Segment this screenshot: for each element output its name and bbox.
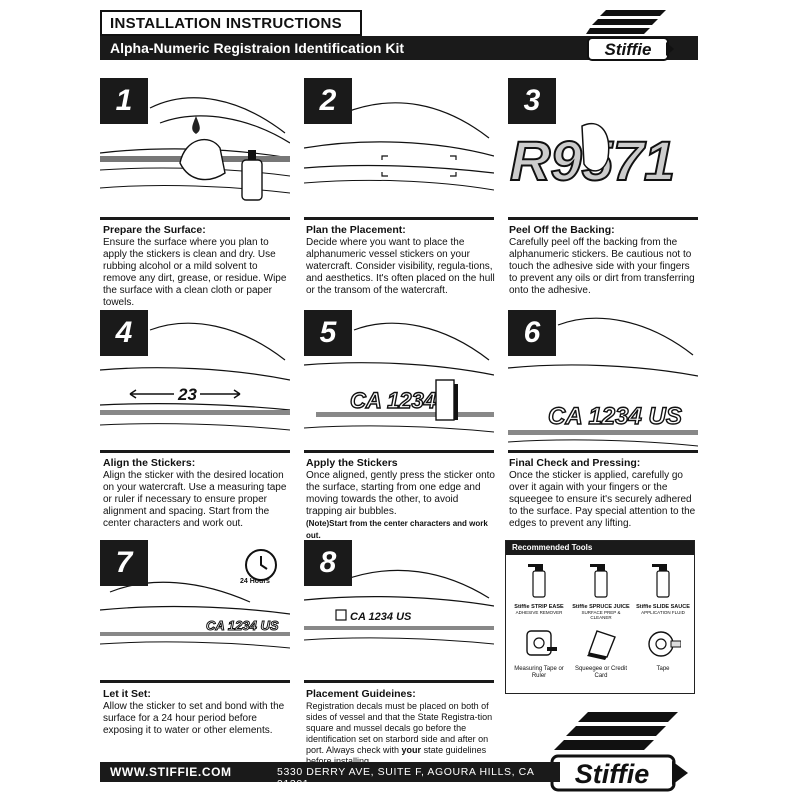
step-1-image	[100, 78, 290, 218]
step-8-decal-text: CA 1234 US	[350, 611, 412, 623]
clock-icon	[245, 549, 277, 581]
step-7-body: Allow the sticker to set and bond with t…	[103, 701, 285, 736]
footer-bar: WWW.STIFFIE.COM 5330 DERRY AVE, SUITE F,…	[100, 762, 560, 790]
spray-bottle-icon	[652, 564, 670, 598]
step-2-badge: 2	[304, 78, 352, 124]
tool-slide-sauce: Stiffie SLIDE SAUCE APPLICATION FLUID	[633, 559, 693, 615]
step-8-body: Registration decals must be placed on bo…	[306, 701, 498, 767]
tool-tape: Tape	[633, 627, 693, 673]
tool-strip-ease: Stiffie STRIP EASE ADHESIVE REMOVER	[509, 559, 569, 615]
tool-label: Measuring Tape or Ruler	[514, 666, 564, 679]
header-title-box: INSTALLATION INSTRUCTIONS	[100, 10, 362, 36]
step-5-decal-text: CA 1234	[350, 388, 436, 413]
step-1-title: Prepare the Surface:	[103, 224, 206, 236]
tools-heading: Recommended Tools	[506, 541, 694, 555]
step-3-body: Carefully peel off the backing from the …	[509, 237, 695, 296]
step-4-badge: 4	[100, 310, 148, 356]
tape-roll-icon	[648, 631, 682, 657]
step-8-body-b: state guidelines before installing .	[306, 745, 487, 766]
step-8-divider	[304, 680, 494, 683]
step-5-divider	[304, 450, 494, 453]
step-5-image: CA 1234	[304, 310, 494, 450]
logo-text: Stiffie	[605, 40, 652, 59]
step-7-image: CA 1234 US	[100, 540, 290, 680]
page-title: INSTALLATION INSTRUCTIONS	[110, 15, 342, 32]
step-7-divider	[100, 680, 290, 683]
step-8-image: CA 1234 US	[304, 540, 494, 680]
tool-sub: SURFACE PREP & CLEANER	[581, 610, 621, 620]
step-6-badge: 6	[508, 310, 556, 356]
tool-name: Stiffie SLIDE SAUCE	[636, 604, 690, 610]
step-6-title: Final Check and Pressing:	[509, 457, 641, 469]
footer-address: 5330 DERRY AVE, SUITE F, AGOURA HILLS, C…	[277, 766, 534, 790]
tool-sub: ADHESIVE REMOVER	[515, 610, 563, 615]
footer-url[interactable]: WWW.STIFFIE.COM	[110, 765, 232, 779]
step-2-title: Plan the Placement:	[306, 224, 406, 236]
squeegee-icon	[587, 630, 616, 660]
step-7-decal-text: CA 1234 US	[206, 618, 279, 633]
stiffie-logo-bottom: Stiffie	[550, 712, 688, 792]
step-3-image: R9571	[508, 78, 698, 218]
step-5-note: (Note)Start from the center characters a…	[306, 519, 488, 540]
spray-bottle-icon	[590, 564, 608, 598]
step-5-body-text: Once aligned, gently press the sticker o…	[306, 470, 495, 517]
logo-text: Stiffie	[575, 759, 650, 789]
step-7-badge: 7	[100, 540, 148, 586]
step-5-badge: 5	[304, 310, 352, 356]
tool-label: Tape	[656, 666, 670, 672]
step-1-divider	[100, 217, 290, 220]
tool-measuring-tape: Measuring Tape or Ruler	[509, 627, 569, 680]
step-1-badge: 1	[100, 78, 148, 124]
step-3-divider	[508, 217, 698, 220]
tool-name: Stiffie STRIP EASE	[514, 604, 564, 610]
step-2-divider	[304, 217, 494, 220]
step-4-divider	[100, 450, 290, 453]
stiffie-logo-top: Stiffie	[586, 10, 674, 61]
measuring-tape-icon	[526, 630, 557, 656]
step-3-title: Peel Off the Backing:	[509, 224, 615, 236]
step-6-divider	[508, 450, 698, 453]
step-4-body: Align the sticker with the desired locat…	[103, 470, 287, 529]
clock-label: 24 Hours	[240, 578, 270, 585]
recommended-tools-box: Recommended Tools Stiffie STRIP EASE ADH…	[505, 540, 695, 694]
step-4-image: 23	[100, 310, 290, 450]
step-6-decal-text: CA 1234 US	[548, 403, 682, 430]
step-7-title: Let it Set:	[103, 688, 151, 700]
tool-sub: APPLICATION FLUID	[641, 610, 685, 615]
step-3-badge: 3	[508, 78, 556, 124]
step-6-body: Once the sticker is applied, carefully g…	[509, 470, 696, 529]
tool-spruce-juice: Stiffie SPRUCE JUICE SURFACE PREP & CLEA…	[571, 559, 631, 620]
step-8-body-a: Registration decals must be placed on bo…	[306, 701, 493, 755]
step-5-title: Apply the Stickers	[306, 457, 398, 469]
page-subtitle: Alpha-Numeric Registraion Identification…	[110, 40, 405, 56]
step-1-body: Ensure the surface where you plan to app…	[103, 237, 287, 308]
step-2-body: Decide where you want to place the alpha…	[306, 237, 495, 296]
tool-name: Stiffie SPRUCE JUICE	[572, 604, 630, 610]
tool-squeegee: Squeegee or Credit Card	[571, 627, 631, 680]
step-5-body: Once aligned, gently press the sticker o…	[306, 470, 496, 542]
step-8-body-bold: your	[401, 745, 422, 755]
spray-bottle-icon	[528, 564, 546, 598]
step-4-decal-text: 23	[177, 385, 197, 404]
tool-label: Squeegee or Credit Card	[574, 666, 628, 679]
step-8-title: Placement Guideines:	[306, 688, 416, 700]
step-2-image	[304, 78, 494, 218]
step-8-badge: 8	[304, 540, 352, 586]
step-6-image: CA 1234 US	[508, 310, 698, 450]
step-4-title: Align the Stickers:	[103, 457, 196, 469]
